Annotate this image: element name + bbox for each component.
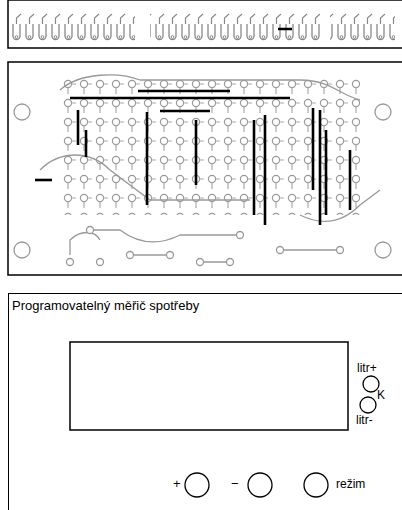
- button-label: režim: [336, 478, 365, 491]
- button-label: K: [377, 389, 385, 402]
- board-outline: [8, 62, 402, 275]
- button-label: litr-: [356, 414, 373, 427]
- button-label: +: [173, 477, 181, 491]
- button-label: litr+: [357, 362, 377, 375]
- display-window: [70, 342, 348, 430]
- panel-title: Programovatelný měřič spotřeby: [12, 299, 199, 313]
- button-label: −: [231, 477, 239, 491]
- board-strip: [8, 0, 402, 48]
